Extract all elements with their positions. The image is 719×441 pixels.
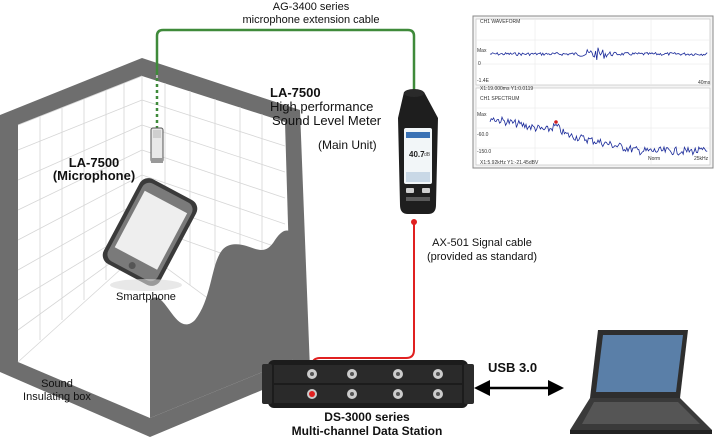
microphone-sub: (Microphone) — [52, 168, 136, 183]
waveform-top-footer: X1:19.000ms Y1:0.0119 — [480, 86, 534, 92]
slm-screen-unit: dB — [424, 152, 431, 158]
smartphone-icon — [102, 178, 198, 286]
waveform-trace — [489, 47, 708, 60]
waveform-bottom-tick-end: 25kHz — [694, 156, 709, 162]
extension-cable-label: AG-3400 series microphone extension cabl… — [196, 1, 426, 27]
waveform-bottom-tick-max: Max — [477, 112, 487, 118]
usb-label: USB 3.0 — [488, 360, 538, 375]
signal-cable-name: AX-501 Signal cable — [432, 237, 532, 249]
insulating-box-line2: Insulating box — [23, 391, 91, 403]
extension-cable-desc: microphone extension cable — [242, 14, 380, 26]
waveform-top-tick-min: -1.4E — [477, 78, 489, 84]
insulating-box-line1: Sound — [41, 378, 73, 390]
sound-level-meter-icon — [398, 89, 438, 214]
waveform-bottom-tick-min: -150.0 — [477, 149, 492, 155]
waveform-top-tick-max: Max — [477, 48, 487, 54]
main-unit-model: LA-7500 — [270, 85, 321, 100]
extension-cable — [155, 28, 416, 92]
data-station-series: DS-3000 series — [324, 410, 410, 424]
insulating-box-label: Sound Insulating box — [12, 378, 102, 404]
waveform-top-tick-zero: 0 — [478, 61, 481, 67]
data-station-icon — [262, 360, 474, 408]
microphone-icon — [150, 127, 164, 163]
laptop-icon — [570, 330, 712, 434]
waveform-top-tick-end: 40ms — [698, 80, 711, 86]
signal-cable-note: (provided as standard) — [426, 251, 538, 263]
data-station-label: DS-3000 series Multi-channel Data Statio… — [262, 410, 472, 438]
waveform-bottom-footer: X1:5.92kHz Y1:-21.45dBV — [480, 160, 539, 166]
extension-cable-series: AG-3400 series — [272, 1, 350, 13]
smartphone-label: Smartphone — [116, 291, 176, 303]
waveform-bottom-title: CH1 SPECTRUM — [480, 96, 520, 102]
main-unit-line2: Sound Level Meter — [272, 113, 382, 128]
main-unit-line1: High performance — [270, 99, 374, 114]
waveform-bottom-tick-norm: Norm — [648, 156, 661, 162]
waveform-bottom-tick-mid: -60.0 — [477, 132, 489, 138]
waveform-top-title: CH1 WAVEFORM — [480, 19, 521, 25]
spectrum-trace — [489, 115, 708, 156]
spectrum-marker — [554, 120, 558, 124]
signal-cable-label: AX-501 Signal cable (provided as standar… — [414, 236, 550, 264]
slm-screen-reading: 40.7 — [409, 150, 425, 159]
microphone-label: LA-7500 (Microphone) — [44, 156, 144, 182]
microphone-model: LA-7500 — [68, 155, 120, 170]
data-station-desc: Multi-channel Data Station — [291, 424, 443, 438]
main-unit-label: LA-7500 High performance Sound Level Met… — [270, 86, 381, 128]
usb-arrow-icon — [474, 380, 564, 396]
main-unit-caption: (Main Unit) — [318, 138, 377, 152]
